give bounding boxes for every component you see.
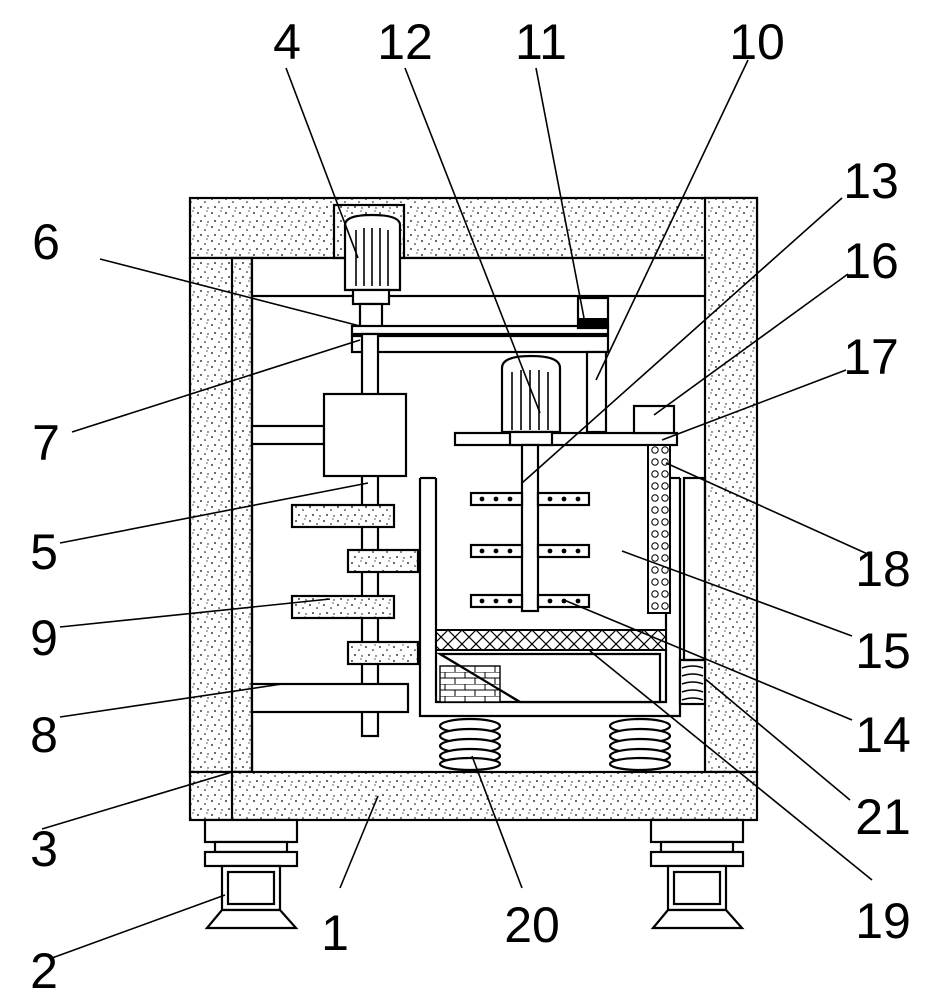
stirring-blades [469, 491, 591, 609]
housing-top-wall [188, 196, 759, 260]
label-18: 18 [855, 541, 911, 597]
control-box [632, 404, 676, 435]
crush-block-1 [290, 503, 396, 529]
threaded-sleeve [322, 392, 408, 478]
label-13: 13 [843, 153, 899, 209]
drive-belt-upper [350, 324, 610, 336]
connecting-plate [350, 334, 610, 354]
slider-rail [578, 318, 608, 328]
label-8: 8 [30, 707, 58, 763]
label-1: 1 [321, 905, 349, 961]
foot-right [649, 818, 745, 930]
motor-top [332, 203, 406, 330]
housing-left-wall [188, 256, 254, 774]
housing [188, 196, 759, 774]
label-17: 17 [843, 329, 899, 385]
label-21: 21 [855, 789, 911, 845]
leader-lines [41, 59, 873, 959]
crush-block-3 [290, 594, 396, 620]
stirring-shaft [520, 443, 540, 613]
top-plate [250, 256, 707, 298]
label-15: 15 [855, 623, 911, 679]
label-2: 2 [30, 943, 58, 999]
label-16: 16 [843, 233, 899, 289]
label-11: 11 [515, 14, 567, 70]
tank-side-rail [682, 476, 707, 662]
support-arm [250, 682, 410, 714]
label-3: 3 [30, 821, 58, 877]
label-4: 4 [273, 14, 301, 70]
heater [647, 444, 671, 614]
spring-left [438, 717, 502, 772]
callout-labels: 4 12 11 10 13 16 17 6 7 5 9 8 3 2 1 20 1… [30, 14, 911, 999]
filter-screen [435, 629, 667, 651]
foot-left [203, 818, 299, 930]
label-7: 7 [32, 415, 60, 471]
label-19: 19 [855, 893, 911, 949]
label-9: 9 [30, 610, 58, 666]
spring-right [608, 717, 672, 772]
label-10: 10 [729, 14, 785, 70]
base-plate [188, 770, 759, 822]
label-14: 14 [855, 707, 911, 763]
label-20: 20 [504, 897, 560, 953]
motor-mixer [500, 354, 562, 447]
label-12: 12 [377, 14, 433, 70]
label-6: 6 [32, 214, 60, 270]
sleeve-arm [250, 424, 326, 446]
label-5: 5 [30, 524, 58, 580]
crush-block-4 [346, 640, 420, 666]
crush-block-2 [346, 548, 420, 574]
